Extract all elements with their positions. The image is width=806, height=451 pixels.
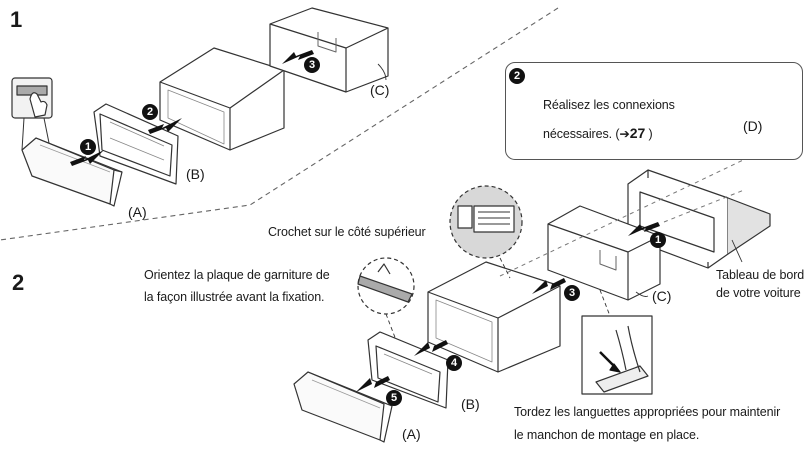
part-label-a-step2: (A) xyxy=(402,426,421,442)
trim-plate-b-step2 xyxy=(367,331,449,409)
top-zoom-circle xyxy=(449,185,523,279)
bend-tabs-label-line-1: Tordez les languettes appropriées pour m… xyxy=(514,405,781,419)
arrow-step2-3 xyxy=(532,278,566,294)
arrow-step2-5 xyxy=(356,376,390,392)
tab-bending-inset xyxy=(581,289,653,395)
arrow-step1-2 xyxy=(148,118,182,134)
hook-label: Crochet sur le côté supérieur xyxy=(268,225,426,239)
step-number-1: 1 xyxy=(10,7,23,32)
arrow-step2-4 xyxy=(414,340,448,356)
orient-label-line-1: Orientez la plaque de garniture de xyxy=(144,268,330,282)
dashboard-opening xyxy=(627,169,771,269)
badge-step1-1: 1 xyxy=(80,139,96,155)
part-label-b-step2: (B) xyxy=(461,396,480,412)
part-label-b-step1: (B) xyxy=(186,166,205,182)
badge-step2-1: 1 xyxy=(650,232,666,248)
badge-step1-2: 2 xyxy=(142,104,158,120)
main-unit-step2 xyxy=(427,261,561,373)
callout-line-2-suffix: ) xyxy=(645,127,653,141)
page-ref-arrow-icon: ➔ xyxy=(619,127,630,141)
dashboard-label-line-1: Tableau de bord xyxy=(716,268,805,282)
badge-callout-2: 2 xyxy=(509,68,525,84)
connections-callout xyxy=(505,62,803,160)
arrow-step1-1 xyxy=(70,150,104,166)
hook-zoom-circle xyxy=(357,257,415,341)
arrow-step2-1 xyxy=(628,222,660,236)
mounting-sleeve-c-step2 xyxy=(547,205,661,301)
hand-icon xyxy=(11,77,53,151)
step-number-2: 2 xyxy=(12,270,25,295)
faceplate-a-step1 xyxy=(21,137,123,207)
callout-line-2: nécessaires. (➔27 ) xyxy=(543,125,653,141)
part-label-c-step1: (C) xyxy=(370,82,390,98)
part-label-a-step1: (A) xyxy=(128,204,147,220)
badge-step2-4: 4 xyxy=(446,355,462,371)
dashboard-label-line-2: de votre voiture xyxy=(716,286,801,300)
part-label-d: (D) xyxy=(743,118,763,134)
main-unit-step1 xyxy=(159,47,285,151)
callout-line-1: Réalisez les connexions xyxy=(543,98,675,112)
orient-label-line-2: la façon illustrée avant la fixation. xyxy=(144,290,325,304)
mounting-sleeve-c-step1 xyxy=(269,7,389,93)
trim-plate-b-step1 xyxy=(93,103,179,185)
page-ref-number: 27 xyxy=(629,125,646,141)
bend-tabs-label-line-2: le manchon de montage en place. xyxy=(514,428,700,442)
arrow-step1-3 xyxy=(282,50,314,64)
badge-step2-3: 3 xyxy=(564,285,580,301)
step-divider xyxy=(0,7,559,241)
badge-step1-3: 3 xyxy=(304,57,320,73)
part-label-c-step2: (C) xyxy=(652,288,672,304)
faceplate-a-step2 xyxy=(293,371,393,443)
badge-step2-5: 5 xyxy=(386,390,402,406)
callout-line-2-prefix: nécessaires. ( xyxy=(543,127,620,141)
